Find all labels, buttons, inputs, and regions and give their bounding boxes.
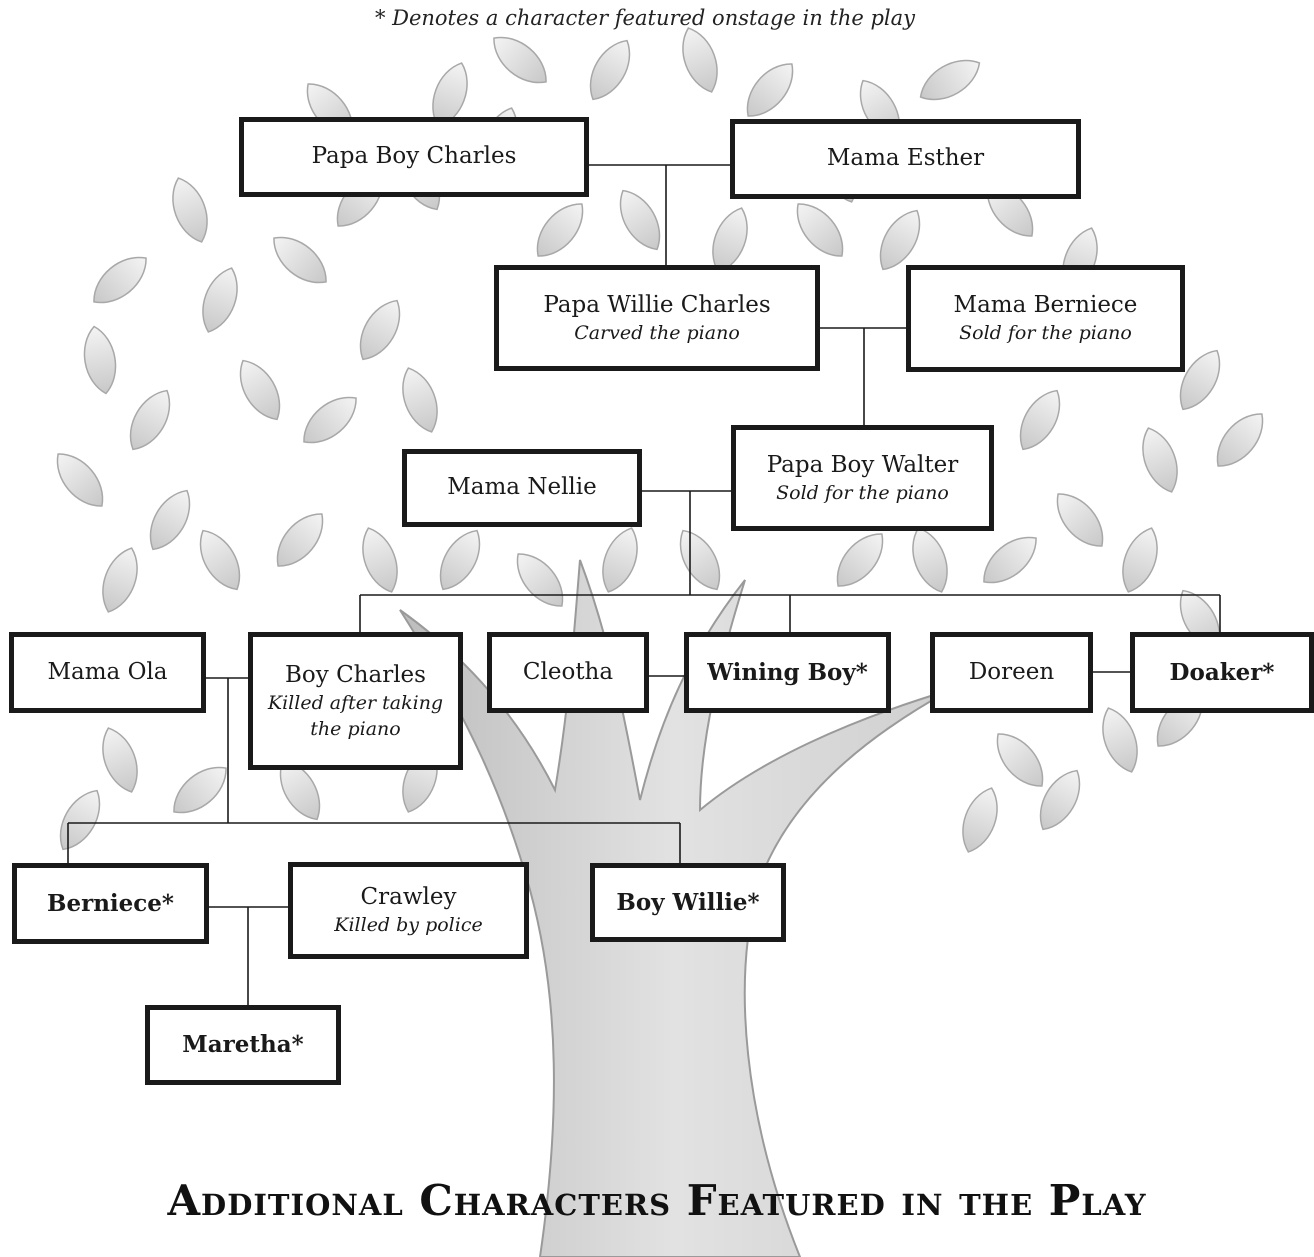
node-name: Mama Esther: [826, 145, 985, 172]
leaf-shape: [493, 36, 547, 84]
leaf-shape: [1019, 389, 1061, 451]
leaf-shape: [239, 359, 281, 421]
leaf-shape: [983, 536, 1037, 584]
leaf-shape: [59, 789, 101, 851]
node-name: Berniece*: [47, 889, 174, 917]
node-boy-charles: Boy Charles Killed after taking the pian…: [248, 632, 463, 770]
leaf-shape: [202, 267, 238, 333]
leaf-shape: [536, 203, 584, 257]
leaf-shape: [746, 63, 794, 117]
leaf-shape: [1179, 349, 1221, 411]
leaf-shape: [879, 209, 921, 271]
node-berniece: Berniece*: [12, 863, 209, 944]
node-mama-ola: Mama Ola: [9, 632, 206, 713]
leaf-shape: [362, 527, 398, 593]
leaf-shape: [149, 489, 191, 551]
node-note: Killed after taking the piano: [267, 691, 444, 740]
leaf-shape: [1102, 707, 1138, 773]
leaf-shape: [1216, 413, 1264, 467]
leaf-shape: [402, 367, 438, 433]
leaf-shape: [912, 527, 948, 593]
node-note: Carved the piano: [574, 321, 740, 344]
node-name: Boy Willie*: [616, 888, 760, 916]
node-name: Doreen: [968, 658, 1055, 685]
node-name: Papa Boy Walter: [766, 451, 959, 478]
node-cleotha: Cleotha: [487, 632, 649, 713]
node-note: Sold for the piano: [776, 481, 949, 504]
leaf-shape: [589, 39, 631, 101]
node-papa-boy-walter: Papa Boy Walter Sold for the piano: [731, 425, 994, 531]
leaf-shape: [836, 533, 884, 587]
leaf-shape: [996, 733, 1044, 787]
leaf-shape: [796, 203, 844, 257]
leaf-shape: [273, 236, 327, 284]
leaf-shape: [1142, 427, 1178, 493]
leaf-shape: [516, 553, 564, 607]
node-mama-berniece: Mama Berniece Sold for the piano: [906, 265, 1185, 372]
leaf-shape: [439, 529, 481, 591]
leaf-shape: [129, 389, 171, 451]
leaf-shape: [199, 529, 241, 591]
leaf-shape: [602, 527, 638, 593]
leaf-shape: [93, 256, 147, 304]
leaf-shape: [359, 299, 401, 361]
leaf-shape: [303, 396, 357, 444]
node-name: Doaker*: [1169, 658, 1275, 686]
node-note: Sold for the piano: [959, 322, 1132, 345]
leaf-shape: [83, 325, 117, 395]
node-doreen: Doreen: [930, 632, 1093, 713]
node-papa-willie-charles: Papa Willie Charles Carved the piano: [494, 265, 820, 371]
leaf-shape: [276, 513, 324, 567]
leaf-shape: [962, 787, 998, 853]
leaf-shape: [1039, 769, 1081, 831]
node-name: Boy Charles: [285, 661, 426, 688]
leaf-shape: [682, 27, 718, 93]
leaf-shape: [919, 59, 981, 101]
node-name: Mama Nellie: [447, 474, 597, 501]
leaf-shape: [279, 759, 321, 821]
node-papa-boy-charles: Papa Boy Charles: [239, 117, 589, 197]
leaf-shape: [1056, 493, 1104, 547]
node-name: Mama Berniece: [953, 292, 1138, 319]
leaf-shape: [619, 189, 661, 251]
node-note: Killed by police: [334, 914, 483, 937]
leaf-shape: [102, 547, 138, 613]
legend-note: * Denotes a character featured onstage i…: [374, 6, 916, 30]
node-crawley: Crawley Killed by police: [288, 862, 529, 959]
node-name: Wining Boy*: [707, 658, 868, 686]
node-doaker: Doaker*: [1130, 632, 1314, 713]
node-maretha: Maretha*: [145, 1005, 341, 1085]
node-name: Papa Willie Charles: [543, 291, 771, 318]
node-name: Mama Ola: [47, 658, 168, 685]
node-mama-esther: Mama Esther: [730, 119, 1081, 199]
node-name: Maretha*: [182, 1031, 304, 1059]
node-mama-nellie: Mama Nellie: [402, 449, 642, 527]
node-boy-willie: Boy Willie*: [590, 863, 786, 942]
node-name: Crawley: [360, 884, 457, 911]
leaf-shape: [1122, 527, 1158, 593]
leaf-shape: [173, 766, 227, 814]
leaf-shape: [56, 453, 104, 507]
node-wining-boy: Wining Boy*: [684, 632, 891, 713]
section-heading: Additional Characters Featured in the Pl…: [167, 1176, 1147, 1225]
node-name: Cleotha: [522, 658, 614, 685]
leaf-shape: [102, 727, 138, 793]
node-name: Papa Boy Charles: [311, 143, 517, 170]
leaf-shape: [172, 177, 208, 243]
